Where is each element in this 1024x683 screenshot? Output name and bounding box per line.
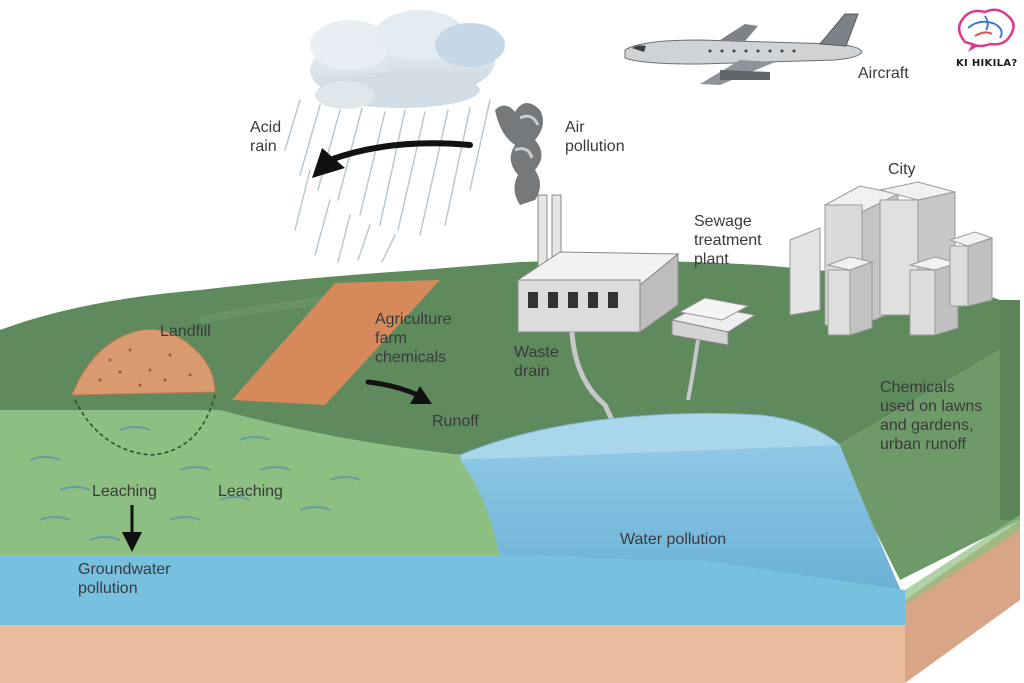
aircraft-label: Aircraft bbox=[858, 65, 909, 82]
leachate-plume-outline bbox=[74, 394, 216, 456]
leaching-left-label: Leaching bbox=[92, 483, 157, 500]
groundwater-layer bbox=[0, 555, 905, 640]
sewage-plant bbox=[670, 297, 757, 346]
leaching-swirls bbox=[29, 426, 361, 541]
city-buildings bbox=[789, 181, 994, 336]
acid-rain-label: Acid rain bbox=[250, 119, 282, 155]
land-right-hill bbox=[830, 300, 1020, 580]
runoff-arrow bbox=[365, 379, 432, 404]
leaching-right-label: Leaching bbox=[218, 483, 283, 500]
sewage-drain-pipe bbox=[686, 339, 700, 401]
waste-drain-label: Waste drain bbox=[514, 344, 559, 380]
groundwater-arrow bbox=[122, 505, 142, 552]
agriculture-label: Agriculture farm chemicals bbox=[375, 311, 452, 366]
air-pollution-label: Air pollution bbox=[565, 119, 625, 155]
chemicals-label: Chemicals used on lawns and gardens, urb… bbox=[880, 379, 983, 453]
sewage-plant-label: Sewage treatment plant bbox=[694, 213, 762, 268]
water-pollution-label: Water pollution bbox=[620, 531, 727, 548]
runoff-label: Runoff bbox=[432, 413, 479, 430]
farm-field bbox=[232, 280, 440, 405]
brain-logo-icon bbox=[957, 8, 1015, 52]
soil-right-face bbox=[905, 520, 1020, 683]
landfill-label: Landfill bbox=[160, 323, 211, 340]
landfill-mound bbox=[71, 328, 216, 396]
acid-rain-arrow bbox=[312, 140, 473, 178]
rain-cloud bbox=[310, 10, 505, 109]
aircraft-icon bbox=[624, 13, 863, 85]
factory-building bbox=[516, 194, 680, 333]
logo-text: KI HIKILA? bbox=[956, 58, 1018, 69]
soil-layer bbox=[0, 625, 905, 683]
smoke-plume bbox=[495, 102, 544, 205]
lake-surface bbox=[459, 412, 841, 461]
land-front-left bbox=[0, 410, 540, 560]
acid-rain-streaks bbox=[284, 99, 491, 263]
groundwater-label: Groundwater pollution bbox=[78, 561, 171, 597]
city-label: City bbox=[888, 161, 916, 178]
waste-drain-pipe bbox=[569, 331, 615, 422]
